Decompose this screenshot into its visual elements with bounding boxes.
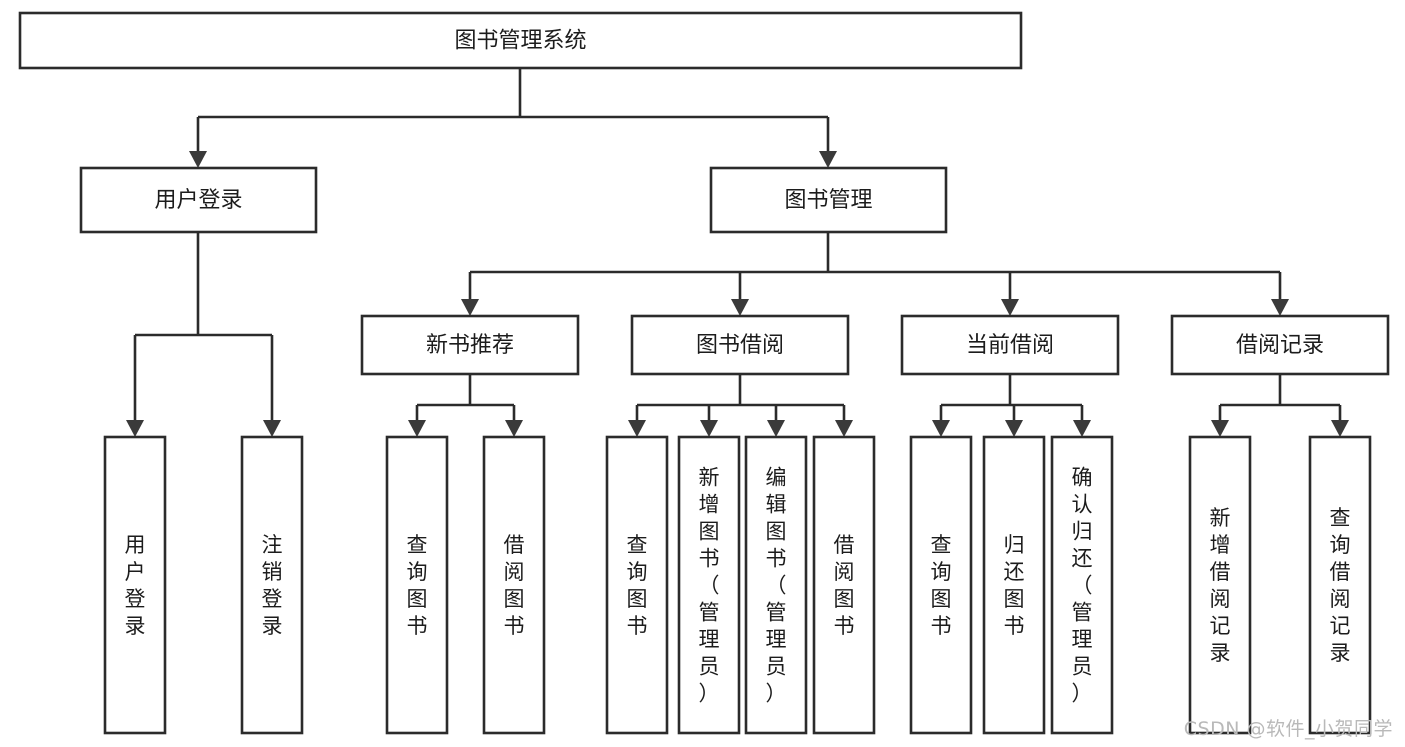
arrow-head-icon (819, 151, 837, 168)
node-current-borrow-label: 当前借阅 (966, 333, 1054, 358)
node-borrow-record[interactable]: 借阅记录 (1170, 314, 1390, 376)
node-leaf-confirm-return-label: 确认归还（管理员） (1072, 466, 1093, 706)
node-borrow-record-label: 借阅记录 (1236, 333, 1324, 358)
node-leaf-user-logout-box[interactable] (240, 435, 304, 735)
connector-group-current-borrow-to-leaves (939, 374, 1084, 420)
node-book-manage[interactable]: 图书管理 (709, 166, 948, 234)
node-leaf-query-book-3[interactable]: 查询图书 (909, 435, 973, 735)
arrow-head-icon (505, 420, 523, 437)
connector-group-book-manage-to-level3 (468, 232, 1282, 299)
arrow-head-icon (1331, 420, 1349, 437)
node-root-system-label: 图书管理系统 (454, 29, 586, 54)
node-root-system-box[interactable] (18, 11, 1023, 70)
node-book-borrow-label: 图书借阅 (696, 333, 784, 358)
arrow-head-icon (628, 420, 646, 437)
connector-layer (126, 68, 1349, 437)
node-leaf-return-book-label: 归还图书 (1004, 533, 1025, 638)
connector-group-root-to-level2 (196, 68, 830, 151)
arrow-head-icon (461, 299, 479, 316)
node-user-login-box[interactable] (79, 166, 318, 234)
node-leaf-query-book-3-label: 查询图书 (931, 533, 952, 638)
arrow-head-icon (1271, 299, 1289, 316)
node-leaf-user-logout-label: 注销登录 (262, 533, 283, 638)
arrow-head-icon (700, 420, 718, 437)
node-leaf-query-book-1-box[interactable] (385, 435, 449, 735)
node-leaf-query-book-2-box[interactable] (605, 435, 669, 735)
arrow-head-icon (932, 420, 950, 437)
node-leaf-query-book-1[interactable]: 查询图书 (385, 435, 449, 735)
node-borrow-record-box[interactable] (1170, 314, 1390, 376)
node-leaf-query-book-3-box[interactable] (909, 435, 973, 735)
arrow-head-icon (1211, 420, 1229, 437)
node-leaf-borrow-book-2-box[interactable] (812, 435, 876, 735)
node-root-system[interactable]: 图书管理系统 (18, 11, 1023, 70)
node-leaf-add-record-label: 新增借阅记录 (1210, 506, 1231, 665)
node-leaf-add-record-box[interactable] (1188, 435, 1252, 735)
arrow-head-icon (767, 420, 785, 437)
node-leaf-edit-book[interactable]: 编辑图书（管理员） (744, 435, 808, 735)
node-new-book-rec-label: 新书推荐 (426, 333, 514, 358)
connector-group-user-login-to-leaves (133, 232, 274, 420)
node-leaf-borrow-book-1-box[interactable] (482, 435, 546, 735)
node-leaf-borrow-book-1[interactable]: 借阅图书 (482, 435, 546, 735)
node-user-login[interactable]: 用户登录 (79, 166, 318, 234)
arrow-head-icon (1005, 420, 1023, 437)
node-current-borrow-box[interactable] (900, 314, 1120, 376)
connector-group-book-borrow-to-leaves (635, 374, 846, 420)
node-leaf-user-login[interactable]: 用户登录 (103, 435, 167, 735)
node-book-manage-box[interactable] (709, 166, 948, 234)
node-leaf-edit-book-label: 编辑图书（管理员） (766, 466, 787, 706)
node-leaf-add-book-label: 新增图书（管理员） (699, 466, 720, 706)
node-leaf-query-record-box[interactable] (1308, 435, 1372, 735)
node-book-manage-label: 图书管理 (784, 188, 872, 213)
connector-group-new-book-rec-to-leaves (415, 374, 516, 420)
node-new-book-rec-box[interactable] (360, 314, 580, 376)
node-leaf-return-book-box[interactable] (982, 435, 1046, 735)
node-leaf-borrow-book-2[interactable]: 借阅图书 (812, 435, 876, 735)
arrow-head-icon (835, 420, 853, 437)
node-book-borrow[interactable]: 图书借阅 (630, 314, 850, 376)
node-leaf-query-record-label: 查询借阅记录 (1330, 506, 1351, 665)
node-leaf-user-logout[interactable]: 注销登录 (240, 435, 304, 735)
node-leaf-user-login-box[interactable] (103, 435, 167, 735)
connector-group-borrow-record-to-leaves (1218, 374, 1342, 420)
node-leaf-borrow-book-2-label: 借阅图书 (834, 533, 855, 638)
node-leaf-add-record[interactable]: 新增借阅记录 (1188, 435, 1252, 735)
node-leaf-return-book[interactable]: 归还图书 (982, 435, 1046, 735)
node-leaf-confirm-return-box[interactable] (1050, 435, 1114, 735)
csdn-watermark: CSDN @软件_小贺同学 (1183, 718, 1393, 740)
node-layer: 图书管理系统用户登录图书管理新书推荐图书借阅当前借阅借阅记录用户登录注销登录查询… (18, 11, 1390, 735)
arrow-head-icon (189, 151, 207, 168)
node-leaf-user-login-label: 用户登录 (125, 533, 146, 638)
node-leaf-query-book-2-label: 查询图书 (627, 533, 648, 638)
node-leaf-add-book[interactable]: 新增图书（管理员） (677, 435, 741, 735)
node-leaf-add-book-box[interactable] (677, 435, 741, 735)
arrow-head-icon (1001, 299, 1019, 316)
arrow-head-icon (408, 420, 426, 437)
node-leaf-query-book-2[interactable]: 查询图书 (605, 435, 669, 735)
node-book-borrow-box[interactable] (630, 314, 850, 376)
arrow-head-icon (126, 420, 144, 437)
node-leaf-edit-book-box[interactable] (744, 435, 808, 735)
node-leaf-query-record[interactable]: 查询借阅记录 (1308, 435, 1372, 735)
arrow-head-icon (1073, 420, 1091, 437)
node-new-book-rec[interactable]: 新书推荐 (360, 314, 580, 376)
node-current-borrow[interactable]: 当前借阅 (900, 314, 1120, 376)
node-leaf-borrow-book-1-label: 借阅图书 (504, 533, 525, 638)
arrow-head-icon (731, 299, 749, 316)
arrow-head-icon (263, 420, 281, 437)
node-leaf-query-book-1-label: 查询图书 (407, 533, 428, 638)
node-user-login-label: 用户登录 (154, 188, 242, 213)
node-leaf-confirm-return[interactable]: 确认归还（管理员） (1050, 435, 1114, 735)
